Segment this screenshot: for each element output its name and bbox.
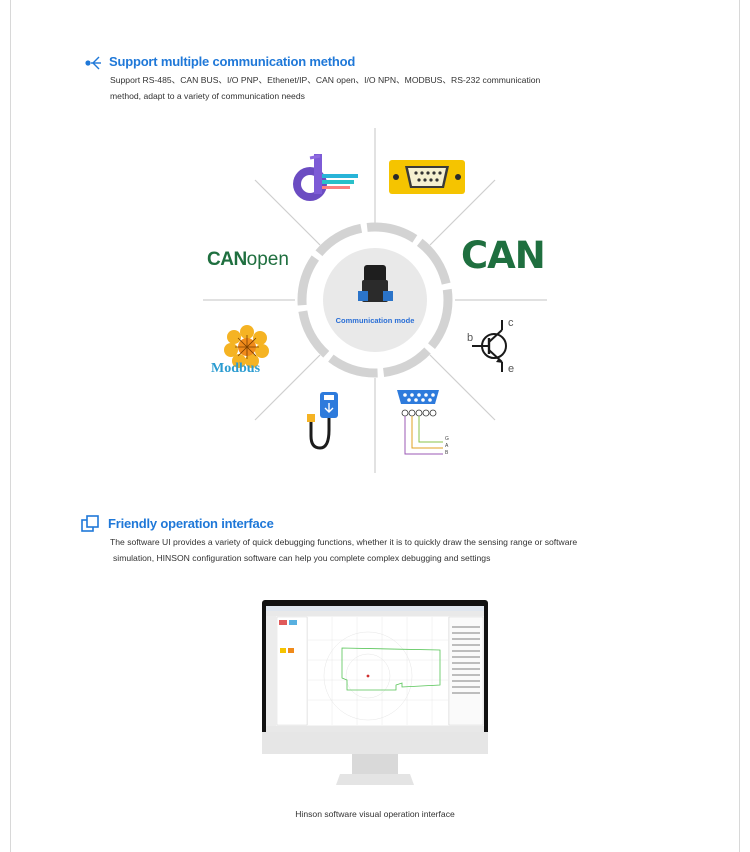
modbus-label: Modbus (211, 361, 261, 376)
section-body-interface: The software UI provides a variety of qu… (110, 534, 710, 566)
monitor-caption: Hinson software visual operation interfa… (295, 809, 455, 819)
canopen-can-text: CAN (207, 249, 247, 270)
can-logo: CAN (461, 234, 546, 277)
spoke-lines (203, 128, 547, 473)
transistor-base-label: b (467, 332, 474, 344)
npn-transistor-icon (472, 320, 507, 372)
db9-connector-icon (389, 160, 465, 194)
section-title-interface: Friendly operation interface (108, 516, 274, 531)
modbus-flower-icon (224, 325, 269, 368)
outer-ring (297, 222, 453, 378)
monitor-screenshot-image (262, 600, 488, 785)
ethernet-ip-logo-icon (293, 154, 358, 201)
lidar-sensor-icon (358, 265, 393, 302)
body-line: The software UI provides a variety of qu… (110, 537, 578, 547)
canopen-logo: CANopen (207, 249, 289, 271)
network-node-icon (85, 56, 101, 70)
rs485-g-label: G (445, 436, 449, 442)
transistor-collector-label: c (508, 317, 514, 329)
window-layers-icon (81, 515, 99, 532)
canopen-open-text: open (246, 249, 289, 270)
right-border-line (739, 0, 740, 852)
usb-cable-icon (307, 392, 338, 450)
section-title-communication: Support multiple communication method (109, 54, 356, 69)
rs485-connector-icon (397, 390, 443, 455)
body-line: method, adapt to a variety of communicat… (110, 91, 305, 101)
rs485-a-label: A (445, 443, 449, 449)
communication-hub-diagram (203, 128, 547, 473)
body-line: Support RS-485、CAN BUS、I/O PNP、Ethenet/I… (110, 75, 541, 85)
hub-center-label: Communication mode (335, 316, 415, 325)
left-border-line (10, 0, 11, 852)
rs485-b-label: B (445, 450, 449, 456)
body-line: simulation, HINSON configuration softwar… (113, 553, 491, 563)
section-body-communication: Support RS-485、CAN BUS、I/O PNP、Ethenet/I… (110, 72, 690, 104)
transistor-emitter-label: e (508, 363, 515, 375)
